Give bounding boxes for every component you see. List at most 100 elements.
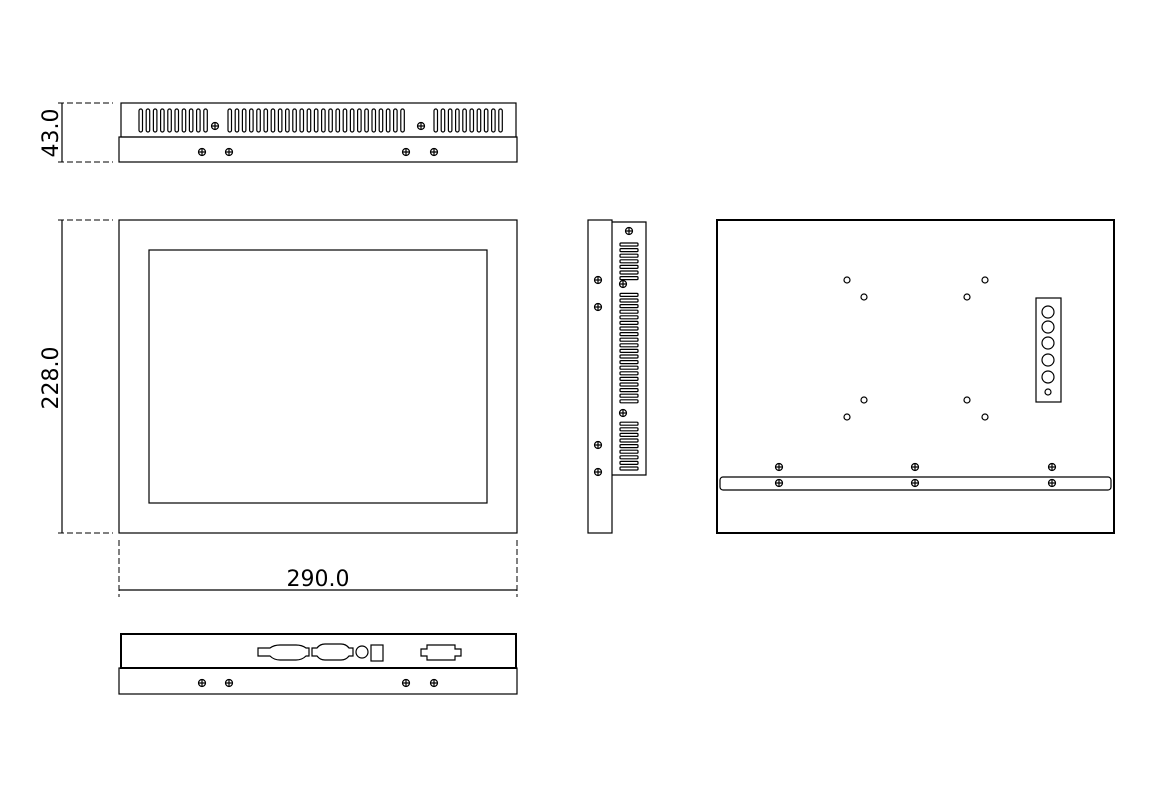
screw-head <box>910 462 920 472</box>
vent-slot <box>167 108 172 133</box>
screw-head <box>624 226 634 236</box>
vent-slot <box>152 108 158 133</box>
screw-head <box>224 678 234 688</box>
dimension-label-290: 290.0 <box>287 567 350 592</box>
screw-cross <box>620 281 626 287</box>
screw-head <box>593 467 603 477</box>
vent-slot <box>328 108 333 133</box>
vent-slot <box>619 270 639 275</box>
screw-head <box>401 678 411 688</box>
power-port <box>370 644 384 662</box>
vent-slot <box>469 108 475 133</box>
vent-slot <box>440 108 446 133</box>
mounting-hole <box>981 276 989 284</box>
screw-cross <box>620 410 626 416</box>
dimension-228: 228.0 <box>39 219 113 534</box>
vga-port <box>311 643 354 661</box>
vent-slot <box>619 354 639 359</box>
side-bezel <box>587 219 613 534</box>
vent-slot <box>138 108 144 133</box>
screw-icon <box>210 121 220 131</box>
bottom-flange <box>118 667 518 695</box>
top-view <box>118 102 518 163</box>
mounting-hole <box>843 276 851 284</box>
bottom-view <box>118 633 518 695</box>
vent-slot <box>619 432 639 437</box>
dimension-label-43: 43.0 <box>39 109 64 158</box>
screw-icon <box>416 121 426 131</box>
screw-cross <box>912 464 918 470</box>
screw-head <box>416 121 426 131</box>
screw-head <box>1047 462 1057 472</box>
mounting-hole <box>963 293 971 301</box>
screw-cross <box>595 304 601 310</box>
vent-slot <box>145 108 151 133</box>
control-button <box>1041 353 1055 367</box>
screw-head <box>774 478 784 488</box>
vent-slot <box>349 108 355 133</box>
vent-slot <box>160 108 165 133</box>
screw-head <box>593 275 603 285</box>
vent-slot <box>619 320 639 325</box>
vent-slot <box>619 427 639 432</box>
screw-icon <box>618 408 628 418</box>
vent-slot <box>619 315 639 320</box>
vent-slot <box>491 108 496 133</box>
screw-head <box>910 478 920 488</box>
vent-slot <box>619 399 639 404</box>
control-button <box>1041 320 1055 334</box>
screw-head <box>401 147 411 157</box>
screw-cross <box>776 480 782 486</box>
top-flange <box>118 136 518 163</box>
dvi-port <box>257 644 310 661</box>
vent-slot <box>619 264 639 269</box>
vent-slot <box>462 108 467 133</box>
vent-slot <box>619 455 639 460</box>
screw-head <box>593 440 603 450</box>
vent-slot <box>393 108 398 133</box>
vent-slot <box>619 460 639 465</box>
rear-housing <box>716 219 1115 534</box>
vent-slot <box>619 248 639 253</box>
screw-icon <box>1047 478 1057 488</box>
screw-cross <box>1049 464 1055 470</box>
vent-slot <box>285 108 290 133</box>
screw-cross <box>199 680 205 686</box>
rear-view <box>716 219 1115 534</box>
screw-cross <box>595 469 601 475</box>
vent-slot <box>455 108 460 133</box>
screw-icon <box>197 147 207 157</box>
screw-icon <box>774 462 784 472</box>
screw-cross <box>776 464 782 470</box>
screw-icon <box>429 147 439 157</box>
vent-slot <box>619 382 639 387</box>
front-view <box>118 219 518 534</box>
screw-cross <box>226 149 232 155</box>
vent-slot <box>174 108 180 133</box>
screw-icon <box>197 678 207 688</box>
vent-slot <box>619 298 639 303</box>
vent-slot <box>364 108 369 133</box>
screw-cross <box>403 680 409 686</box>
vent-slot <box>619 253 639 258</box>
screw-cross <box>212 123 218 129</box>
screw-head <box>210 121 220 131</box>
bottom-body <box>120 633 517 669</box>
screw-icon <box>593 440 603 450</box>
control-button <box>1041 336 1055 350</box>
vent-slot <box>619 326 639 331</box>
vent-slot <box>619 360 639 365</box>
screw-head <box>429 147 439 157</box>
mounting-hole <box>981 413 989 421</box>
vent-slot <box>619 348 639 353</box>
vent-slot <box>335 108 341 133</box>
vent-slot <box>619 449 639 454</box>
vent-slot <box>619 337 639 342</box>
screw-cross <box>403 149 409 155</box>
vent-slot <box>181 108 187 133</box>
vent-slot <box>227 108 233 133</box>
screw-icon <box>910 462 920 472</box>
screw-icon <box>1047 462 1057 472</box>
vent-slot <box>299 108 305 133</box>
mounting-hole <box>860 396 868 404</box>
